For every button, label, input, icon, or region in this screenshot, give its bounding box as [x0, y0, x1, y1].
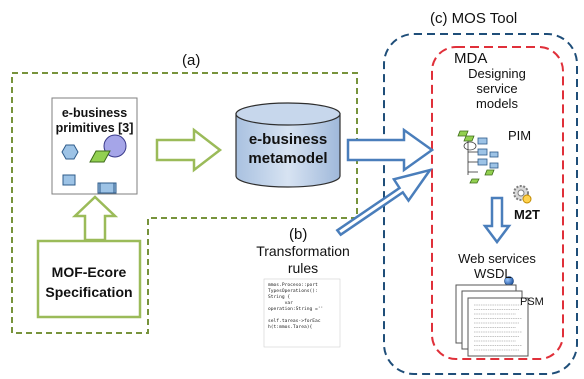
web-services-label: Web services	[441, 251, 553, 266]
transformation-text: Transformation	[256, 243, 350, 259]
part-a-label: (a)	[182, 52, 201, 69]
code-line: var	[268, 301, 293, 306]
hexagon-shape	[61, 144, 79, 160]
mda-label: MDA	[454, 50, 488, 67]
rules-text: rules	[287, 260, 319, 276]
m2t-label: M2T	[514, 207, 540, 222]
gear-icon	[513, 185, 532, 204]
designing-service-models-label: Designing service models	[441, 66, 553, 111]
wsdl-label: WSDL	[474, 266, 512, 281]
part-b-label: (b)	[289, 226, 308, 243]
mos-tool-label: (c) MOS Tool	[430, 10, 518, 27]
code-line: self.tareas->forEac	[268, 319, 321, 324]
service-text: service	[476, 81, 518, 96]
primitives-line-2: primitives [3]	[55, 121, 134, 135]
metamodel-cylinder	[235, 102, 341, 188]
arrow-m2t-down	[482, 196, 512, 245]
code-line: mmos.Proceso::port	[268, 283, 318, 288]
metamodel-label: e-business metamodel	[236, 130, 340, 168]
metamodel-line-1: e-business	[248, 131, 328, 148]
primitives-line-1: e-business	[61, 106, 128, 120]
square-shape	[62, 174, 76, 186]
mof-line-1: MOF-Ecore	[51, 264, 127, 280]
arrow-rules-to-mda	[335, 167, 433, 237]
code-line: h(t:mmos.Tarea){	[268, 325, 313, 330]
psm-document-stack	[455, 284, 529, 357]
code-line: String {	[268, 295, 291, 300]
arrow-mof-to-primitives	[71, 195, 119, 242]
parallelogram-shape	[89, 150, 111, 163]
arrow-primitives-to-metamodel	[155, 127, 223, 173]
mof-ecore-label: MOF-Ecore Specification	[38, 262, 140, 302]
mof-ecore-box	[36, 239, 142, 319]
arrow-metamodel-to-mda	[346, 127, 435, 173]
transformation-rules-label: Transformation rules	[248, 243, 358, 277]
code-snippet-box	[263, 278, 341, 348]
primitives-label: e-business primitives [3]	[52, 106, 137, 136]
metamodel-line-2: metamodel	[248, 150, 328, 167]
code-line: operation:String =''	[268, 307, 324, 312]
pim-label: PIM	[508, 128, 532, 143]
psm-label: PSM	[520, 296, 544, 308]
models-text: models	[476, 96, 518, 111]
process-shape	[97, 182, 117, 194]
mof-line-2: Specification	[45, 284, 133, 300]
region-a-outline	[11, 72, 358, 334]
web-services-text: Web services	[458, 251, 536, 266]
mda-outline	[431, 46, 564, 360]
code-line: TypesOperations():	[268, 289, 318, 294]
designing-text: Designing	[468, 66, 526, 81]
mos-tool-outline	[383, 33, 578, 375]
pim-model-icon	[457, 130, 499, 184]
